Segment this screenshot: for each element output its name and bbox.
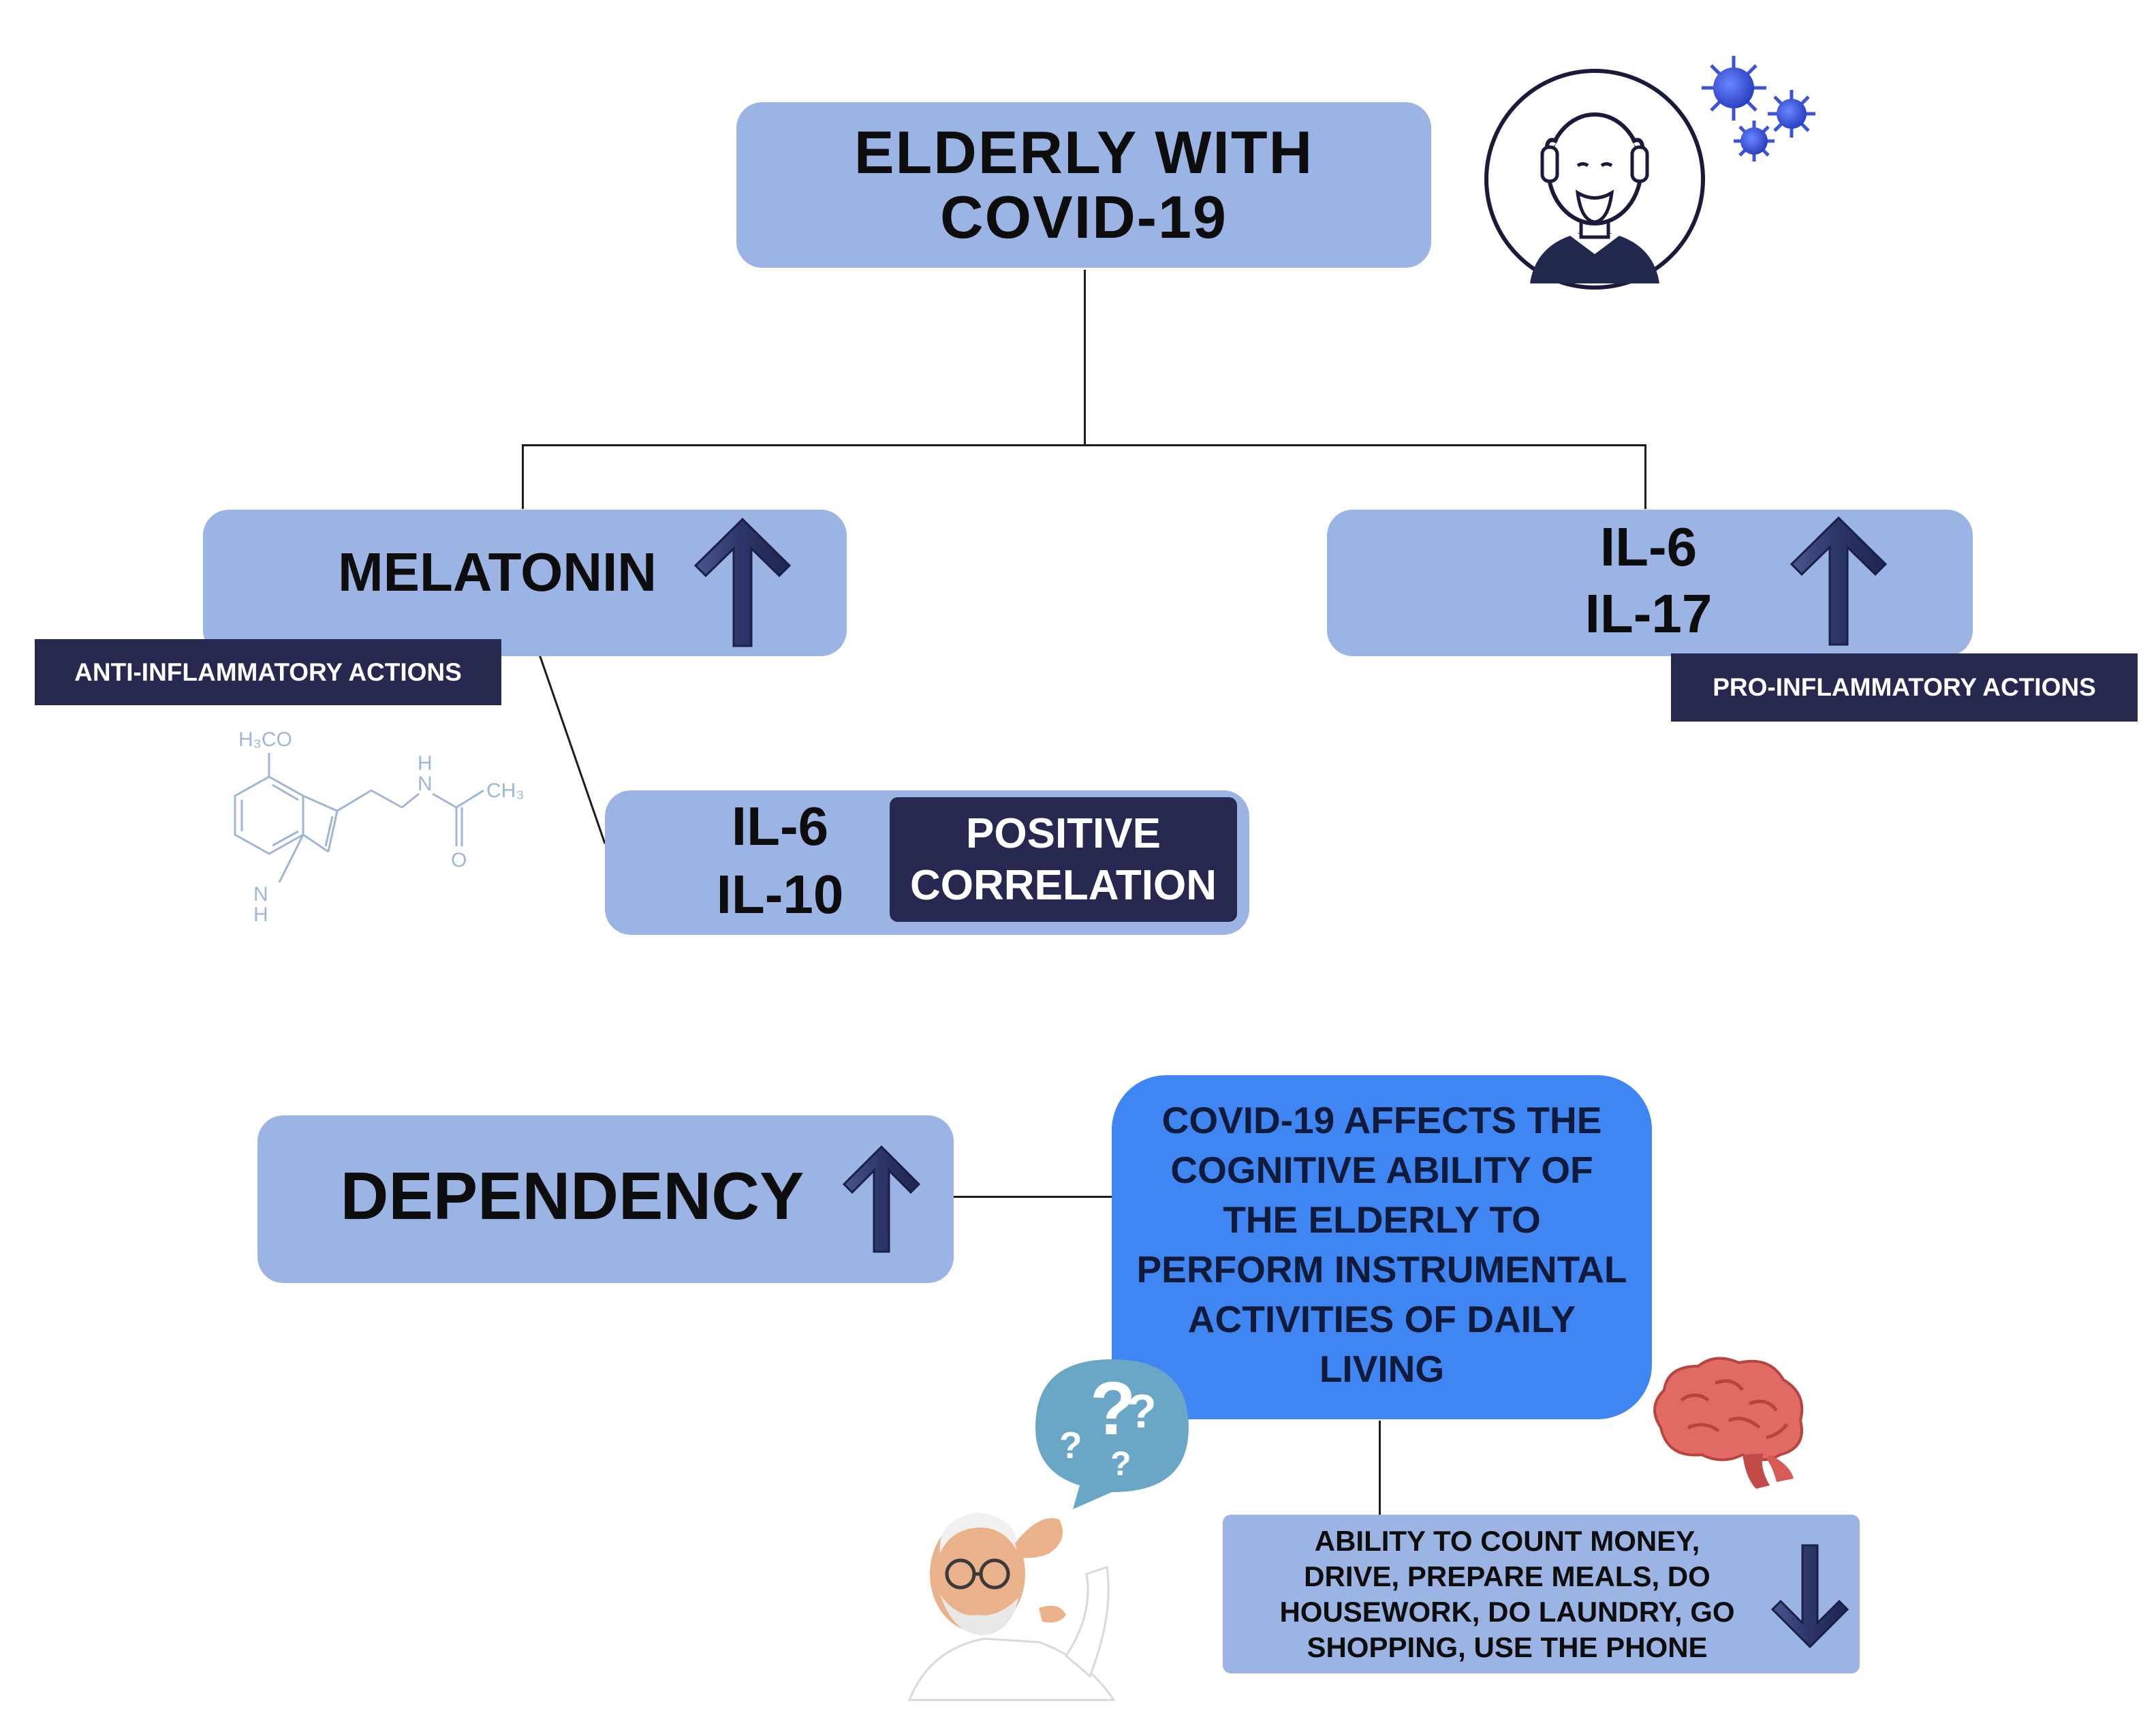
molecule-nh-ring-n: N: [253, 883, 268, 906]
dependency-arrow-up-icon: [842, 1145, 921, 1253]
brain-icon: [1653, 1357, 1804, 1489]
question-bubble-icon: ? ? ? ?: [1035, 1359, 1189, 1509]
melatonin-molecule-icon: H₃CO H N CH₃ O N H: [234, 728, 525, 926]
connector-cognition-abilities: [1379, 1421, 1381, 1516]
il6-right-label: IL-6: [1599, 516, 1698, 577]
abilities-text: ABILITY TO COUNT MONEY, DRIVE, PREPARE M…: [1233, 1524, 1781, 1665]
molecule-h3co-label: H₃CO: [238, 728, 292, 751]
molecule-nh-ring-h: H: [253, 903, 268, 926]
elderly-covid-line1: ELDERLY WITH: [854, 119, 1314, 186]
elderly-avatar-icon: [1484, 69, 1705, 290]
connector-right-down: [1644, 444, 1646, 509]
cognition-line-2: COGNITIVE ABILITY OF: [1170, 1149, 1593, 1191]
anti-inflammatory-tag: ANTI-INFLAMMATORY ACTIONS: [35, 639, 501, 705]
connector-top-down: [1084, 270, 1086, 446]
abilities-line-3: HOUSEWORK, DO LAUNDRY, GO: [1279, 1596, 1735, 1628]
confused-elderly-man-icon: [907, 1513, 1116, 1701]
il17-label: IL-17: [1584, 583, 1713, 644]
abilities-node: [1223, 1515, 1860, 1673]
elderly-covid-title: ELDERLY WITH COVID-19: [736, 120, 1431, 249]
connector-horizontal: [522, 444, 1646, 446]
cognition-node: [1112, 1075, 1652, 1419]
il-arrow-up-icon: [1790, 516, 1888, 646]
molecule-o-label: O: [451, 849, 467, 871]
abilities-line-1: ABILITY TO COUNT MONEY,: [1314, 1525, 1700, 1557]
positive-correlation-line1: POSITIVE: [966, 809, 1161, 857]
pro-inflammatory-tag: PRO-INFLAMMATORY ACTIONS: [1671, 653, 2138, 722]
cognition-line-4: PERFORM INSTRUMENTAL: [1136, 1248, 1627, 1291]
molecule-nh-top-n: N: [418, 773, 433, 795]
svg-text:?: ?: [1127, 1385, 1157, 1438]
svg-text:?: ?: [1059, 1424, 1082, 1466]
il6-il17-node: [1327, 510, 1973, 656]
connector-dependency-cognition: [952, 1196, 1113, 1198]
elderly-covid-node: [736, 102, 1431, 268]
il6-il17-labels: IL-6 IL-17: [1546, 514, 1751, 647]
cognition-line-6: LIVING: [1319, 1348, 1445, 1390]
molecule-nh-top-h: H: [418, 752, 433, 775]
abilities-line-4: SHOPPING, USE THE PHONE: [1307, 1631, 1708, 1663]
elderly-covid-line2: COVID-19: [940, 183, 1228, 251]
cognition-line-3: THE ELDERLY TO: [1223, 1199, 1541, 1241]
abilities-line-2: DRIVE, PREPARE MEALS, DO: [1304, 1560, 1710, 1592]
cognition-line-5: ACTIVITIES OF DAILY: [1187, 1298, 1576, 1340]
melatonin-arrow-up-icon: [693, 517, 792, 647]
cognition-text: COVID-19 AFFECTS THE COGNITIVE ABILITY O…: [1112, 1096, 1652, 1394]
connector-left-down: [522, 444, 524, 509]
svg-text:?: ?: [1110, 1444, 1131, 1483]
virus-icon: [1702, 56, 1815, 161]
il6-corr-label: IL-6: [731, 796, 829, 856]
svg-text:?: ?: [1090, 1367, 1136, 1451]
abilities-arrow-down-icon: [1770, 1544, 1849, 1649]
dependency-node: [257, 1115, 954, 1283]
melatonin-label: MELATONIN: [337, 542, 657, 602]
positive-correlation-badge: POSITIVE CORRELATION: [890, 797, 1237, 922]
il10-label: IL-10: [716, 864, 844, 925]
positive-correlation-line2: CORRELATION: [909, 861, 1217, 909]
cognition-line-1: COVID-19 AFFECTS THE: [1161, 1099, 1602, 1141]
molecule-ch3-label: CH₃: [486, 779, 525, 802]
il6-il10-labels: IL-6 IL-10: [688, 792, 872, 929]
dependency-label: DEPENDENCY: [340, 1158, 804, 1233]
